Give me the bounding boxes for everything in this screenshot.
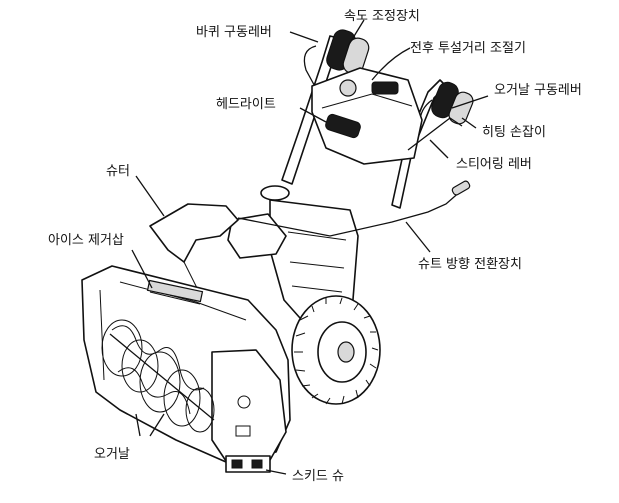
left-grip	[326, 29, 370, 75]
wheel-drive-lever	[303, 45, 319, 93]
steering-lever	[407, 117, 463, 151]
leader-heated-grip	[461, 117, 477, 129]
label-chute-direction: 슈트 방향 전환장치	[418, 257, 522, 272]
leader-lines	[131, 19, 489, 475]
headlight	[325, 113, 361, 139]
leader-throw-distance	[371, 47, 411, 81]
leader-steering-lever	[429, 139, 449, 159]
ice-scraper	[149, 291, 201, 305]
leader-chute	[135, 175, 165, 217]
chute-direction-rod	[237, 189, 463, 237]
label-headlight: 헤드라이트	[216, 97, 276, 112]
leader-auger-drive-lever	[451, 95, 489, 109]
leader-auger-2	[149, 413, 165, 437]
leader-speed-control	[347, 19, 365, 47]
discharge-chute	[149, 203, 239, 263]
auger-blades	[101, 319, 215, 433]
label-auger: 오거날	[94, 447, 130, 462]
auger-side-plate	[211, 349, 287, 465]
leader-skid-shoe	[265, 469, 287, 475]
label-wheel-drive-lever: 바퀴 구동레버	[196, 25, 272, 40]
label-heated-grip: 히팅 손잡이	[482, 125, 546, 140]
leader-ice-remover	[131, 249, 153, 289]
labels: 바퀴 구동레버 속도 조정장치 전후 투설거리 조절기 오거날 구동레버 헤드라…	[48, 9, 582, 484]
snowblower-illustration	[81, 29, 474, 473]
label-chute: 슈터	[106, 164, 130, 179]
leader-chute-direction	[405, 221, 431, 253]
throw-distance-control	[371, 81, 399, 95]
right-grip	[431, 81, 474, 125]
speed-control-knob	[339, 79, 357, 97]
leader-auger-1	[135, 413, 141, 437]
label-speed-control: 속도 조정장치	[344, 9, 420, 24]
leader-headlight	[299, 107, 327, 123]
label-auger-drive-lever: 오거날 구동레버	[494, 83, 582, 98]
tire	[291, 295, 381, 405]
leader-wheel-drive-lever	[289, 31, 319, 43]
label-steering-lever: 스티어링 레버	[456, 157, 532, 172]
label-ice-remover: 아이스 제거삽	[48, 233, 124, 248]
fuel-cap	[260, 185, 290, 201]
label-throw-distance: 전후 투설거리 조절기	[410, 41, 526, 56]
label-skid-shoe: 스키드 슈	[292, 469, 344, 484]
chute-crank-handle	[451, 180, 471, 196]
